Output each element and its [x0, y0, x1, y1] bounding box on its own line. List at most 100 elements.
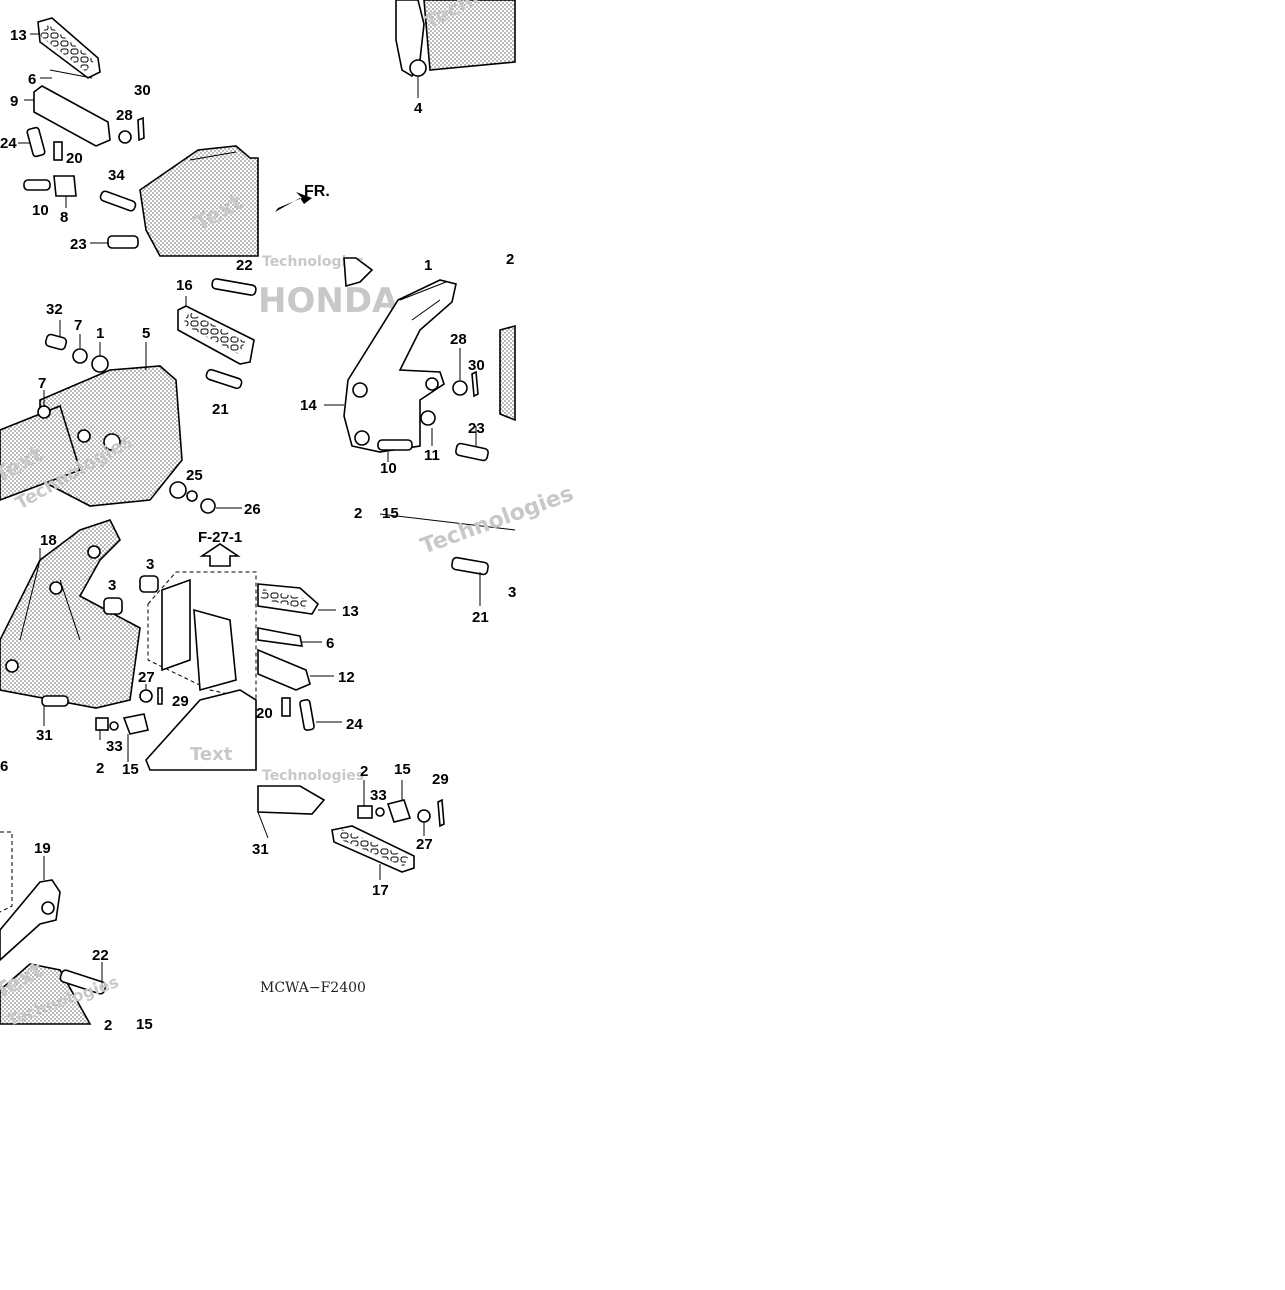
- washer-28: [452, 380, 468, 396]
- callout: 16: [176, 277, 193, 294]
- pivot: [409, 59, 427, 77]
- reference-box: [147, 571, 257, 701]
- watermark: Technologies: [262, 768, 364, 784]
- callout: 15: [394, 761, 411, 778]
- callout: 30: [134, 82, 151, 99]
- callout: 34: [108, 167, 125, 184]
- callout: 12: [338, 669, 355, 686]
- pin-30: [137, 116, 145, 142]
- spring-11: [420, 410, 436, 426]
- callout: 33: [370, 787, 387, 804]
- grommet-1: [91, 355, 109, 373]
- callout: 24: [346, 716, 363, 733]
- callout: 1: [96, 325, 104, 342]
- callout: 31: [252, 841, 269, 858]
- footpeg-base: [33, 85, 111, 147]
- washer-27: [139, 689, 153, 703]
- front-arrow-label: FR.: [304, 183, 330, 200]
- footpeg-12: [257, 648, 311, 691]
- watermark: HONDA: [258, 281, 399, 321]
- washer-28: [118, 130, 132, 144]
- bolt-23: [107, 235, 139, 249]
- callout: 23: [70, 236, 87, 253]
- grommet-25: [169, 481, 187, 499]
- callout: 7: [38, 375, 46, 392]
- bolt-23: [455, 442, 489, 462]
- watermark: Technologies: [262, 254, 364, 270]
- callout: 20: [66, 150, 83, 167]
- reference-arrow-icon: [199, 543, 241, 567]
- nut-26: [200, 498, 216, 514]
- callout: 8: [60, 209, 68, 226]
- callout: 23: [468, 420, 485, 437]
- callout: 5: [142, 325, 150, 342]
- callout: 33: [106, 738, 123, 755]
- callout: 28: [116, 107, 133, 124]
- bolt-20: [281, 697, 291, 717]
- washer-27: [417, 809, 431, 823]
- spring-2: [357, 805, 373, 819]
- callout: 18: [40, 532, 57, 549]
- bolt-22: [211, 278, 257, 296]
- bracket-part-4-shade: [423, 0, 516, 71]
- bracket-edge: [189, 151, 237, 161]
- pin-29: [437, 798, 445, 828]
- switch-24: [26, 126, 46, 158]
- callout: 2: [104, 1017, 112, 1034]
- callout: 27: [416, 836, 433, 853]
- callout: 3: [146, 556, 154, 573]
- callout: 6: [326, 635, 334, 652]
- bolt-21: [451, 556, 489, 576]
- ball-33: [375, 807, 385, 817]
- callout: 6: [28, 71, 36, 88]
- callout: 31: [36, 727, 53, 744]
- callout: 14: [300, 397, 317, 414]
- callout: 6: [0, 758, 8, 775]
- tile-heel-guard: Text Technologies: [0, 278, 257, 514]
- bolt-10: [23, 179, 51, 191]
- tile-passenger-bracket-left: F-27-1 Text: [0, 519, 257, 771]
- bolt-31: [41, 695, 69, 707]
- front-arrow-icon: [275, 192, 312, 212]
- callout: 15: [122, 761, 139, 778]
- callout: 30: [468, 357, 485, 374]
- plate-6: [257, 627, 304, 647]
- callout: 26: [244, 501, 261, 518]
- callout: 2: [96, 760, 104, 777]
- callout: 29: [432, 771, 449, 788]
- callout: 15: [382, 505, 399, 522]
- callout: 11: [424, 447, 440, 464]
- bolt-21: [205, 368, 243, 390]
- tile-pillion-bracket-lower: Text Technologies: [0, 831, 121, 1030]
- callout: 29: [172, 693, 189, 710]
- tile-rider-footpeg-left: FR. Text Technologies: [18, 0, 559, 257]
- bolt-32: [44, 333, 68, 351]
- callout: 27: [138, 669, 155, 686]
- tile-footpeg-bracket-right: HONDA Technologies: [258, 254, 516, 462]
- callout: 22: [236, 257, 253, 274]
- callout: 2: [506, 251, 514, 268]
- tile-passenger-footpeg-right: Technologies: [257, 481, 577, 731]
- callout: 13: [342, 603, 359, 620]
- diagram-code: MCWA−F2400: [260, 980, 366, 996]
- callout: 3: [108, 577, 116, 594]
- callout: 15: [136, 1016, 153, 1033]
- plate-6: [49, 69, 93, 79]
- switch-24: [299, 699, 315, 731]
- bolt-34: [99, 190, 137, 212]
- reference-label: F-27-1: [198, 529, 242, 546]
- pillion-bracket-18: [0, 519, 141, 709]
- bolt-20: [53, 141, 63, 161]
- callout: 25: [186, 467, 203, 484]
- collar-7: [72, 348, 88, 364]
- callout: 22: [92, 947, 109, 964]
- plate-15: [386, 799, 412, 823]
- callout: 4: [414, 100, 423, 117]
- footpeg-grip-pattern: [39, 24, 95, 72]
- callout: 2: [354, 505, 362, 522]
- watermark: Technologies: [418, 481, 577, 559]
- pin-29: [157, 687, 163, 705]
- footpeg-bracket: [139, 145, 259, 257]
